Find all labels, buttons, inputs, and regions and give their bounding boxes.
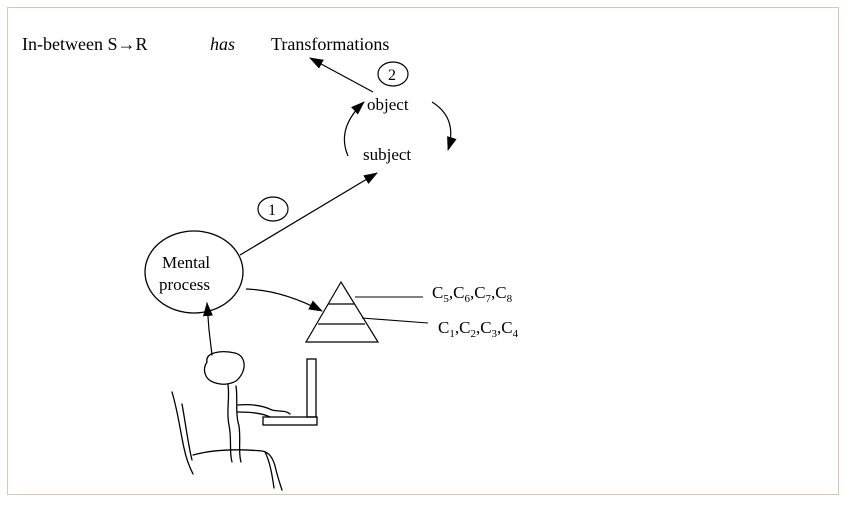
arrow-to-subject (239, 172, 378, 256)
arrow-to-transformations (309, 57, 374, 93)
header-arrow-glyph: → (117, 34, 135, 54)
header-verb: has (210, 34, 235, 54)
person-at-computer-figure (171, 302, 318, 491)
step-1-label: 1 (268, 202, 276, 219)
upper-level-labels: C5,C6,C7,C8 (432, 283, 513, 305)
step-1-circle (257, 196, 289, 222)
cycle-arrow-down (431, 101, 457, 151)
header-target: Transformations (271, 34, 389, 54)
header-prefix: In-between S (22, 34, 117, 54)
header-text: In-between S→R (22, 34, 147, 54)
lower-level-leader (361, 317, 429, 324)
mental-process-circle (144, 230, 244, 314)
step-2-label: 2 (388, 67, 396, 84)
cycle-arrow-up (343, 101, 365, 157)
subject-label: subject (363, 145, 411, 164)
header-suffix: R (135, 34, 147, 54)
diagram-frame (7, 7, 839, 495)
pyramid (304, 280, 380, 343)
arrow-to-pyramid (245, 288, 323, 312)
mental-label-line1: Mental (162, 253, 210, 272)
mental-label-line2: process (159, 275, 210, 294)
object-label: object (367, 95, 409, 114)
step-2-circle (377, 61, 409, 87)
lower-level-labels: C1,C2,C3,C4 (438, 318, 519, 340)
